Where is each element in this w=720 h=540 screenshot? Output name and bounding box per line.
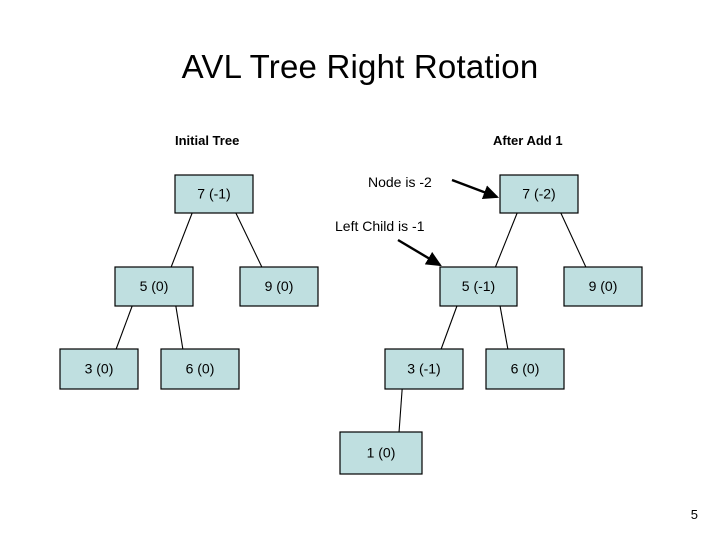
node-label: 5 (0) xyxy=(140,278,169,294)
edges-after-add-tree xyxy=(398,212,587,433)
annotation-node-balance: Node is -2 xyxy=(368,174,432,190)
node-box xyxy=(59,348,139,390)
tree-node-initial-left-right: 6 (0) xyxy=(160,348,240,390)
node-label: 6 (0) xyxy=(511,361,540,377)
tree-node-initial-left: 5 (0) xyxy=(114,266,194,307)
node-label: 9 (0) xyxy=(265,278,294,294)
tree-node-after-left-left-left: 1 (0) xyxy=(339,431,423,475)
nodes-after-add-tree: 7 (-2) 5 (-1) 9 (0) 3 (-1) 6 (0) 1 (0) xyxy=(339,174,643,475)
node-box xyxy=(160,348,240,390)
node-box xyxy=(174,174,254,214)
tree-node-initial-root: 7 (-1) xyxy=(174,174,254,214)
tree-node-initial-left-left: 3 (0) xyxy=(59,348,139,390)
node-label: 3 (-1) xyxy=(407,361,440,377)
node-box xyxy=(114,266,194,307)
tree-edge-initial-root-left xyxy=(170,212,193,268)
node-label: 9 (0) xyxy=(589,278,618,294)
tree-node-after-left-left: 3 (-1) xyxy=(384,348,464,390)
tree-edge-after-root-left xyxy=(494,212,518,268)
tree-node-initial-right: 9 (0) xyxy=(239,266,319,307)
node-box xyxy=(239,266,319,307)
node-label: 3 (0) xyxy=(85,361,114,377)
tree-node-after-left: 5 (-1) xyxy=(439,266,518,307)
node-label: 5 (-1) xyxy=(462,278,495,294)
tree-edge-after-left-left-left xyxy=(440,305,458,350)
tree-edge-after-root-right xyxy=(560,212,587,268)
node-label: 6 (0) xyxy=(186,361,215,377)
tree-node-after-left-right: 6 (0) xyxy=(485,348,565,390)
node-box xyxy=(485,348,565,390)
edges-initial-tree xyxy=(115,212,263,350)
tree-edge-after-left-left-left-left-left xyxy=(398,388,403,433)
tree-node-after-root: 7 (-2) xyxy=(499,174,579,214)
tree-edge-initial-left-left-left xyxy=(115,305,133,350)
left-child-balance-arrow xyxy=(397,238,442,267)
header-initial-tree: Initial Tree xyxy=(175,133,240,148)
page-title: AVL Tree Right Rotation xyxy=(181,48,539,85)
tree-edge-after-left-left-right xyxy=(499,305,509,350)
header-after-add: After Add 1 xyxy=(493,133,563,148)
node-label: 1 (0) xyxy=(367,445,396,461)
tree-node-after-right: 9 (0) xyxy=(563,266,643,307)
annotation-arrows xyxy=(397,178,500,267)
page-number: 5 xyxy=(690,507,698,522)
node-label: 7 (-1) xyxy=(197,186,230,202)
node-box xyxy=(499,174,579,214)
node-label: 7 (-2) xyxy=(522,186,555,202)
nodes-initial-tree: 7 (-1) 5 (0) 9 (0) 3 (0) 6 (0) xyxy=(59,174,319,390)
tree-edge-initial-root-right xyxy=(235,212,263,268)
tree-edge-initial-left-left-right xyxy=(175,305,184,350)
node-box xyxy=(563,266,643,307)
node-box xyxy=(384,348,464,390)
annotation-left-child-balance: Left Child is -1 xyxy=(335,218,425,234)
node-box xyxy=(339,431,423,475)
node-box xyxy=(439,266,518,307)
node-balance-arrow xyxy=(451,178,500,199)
